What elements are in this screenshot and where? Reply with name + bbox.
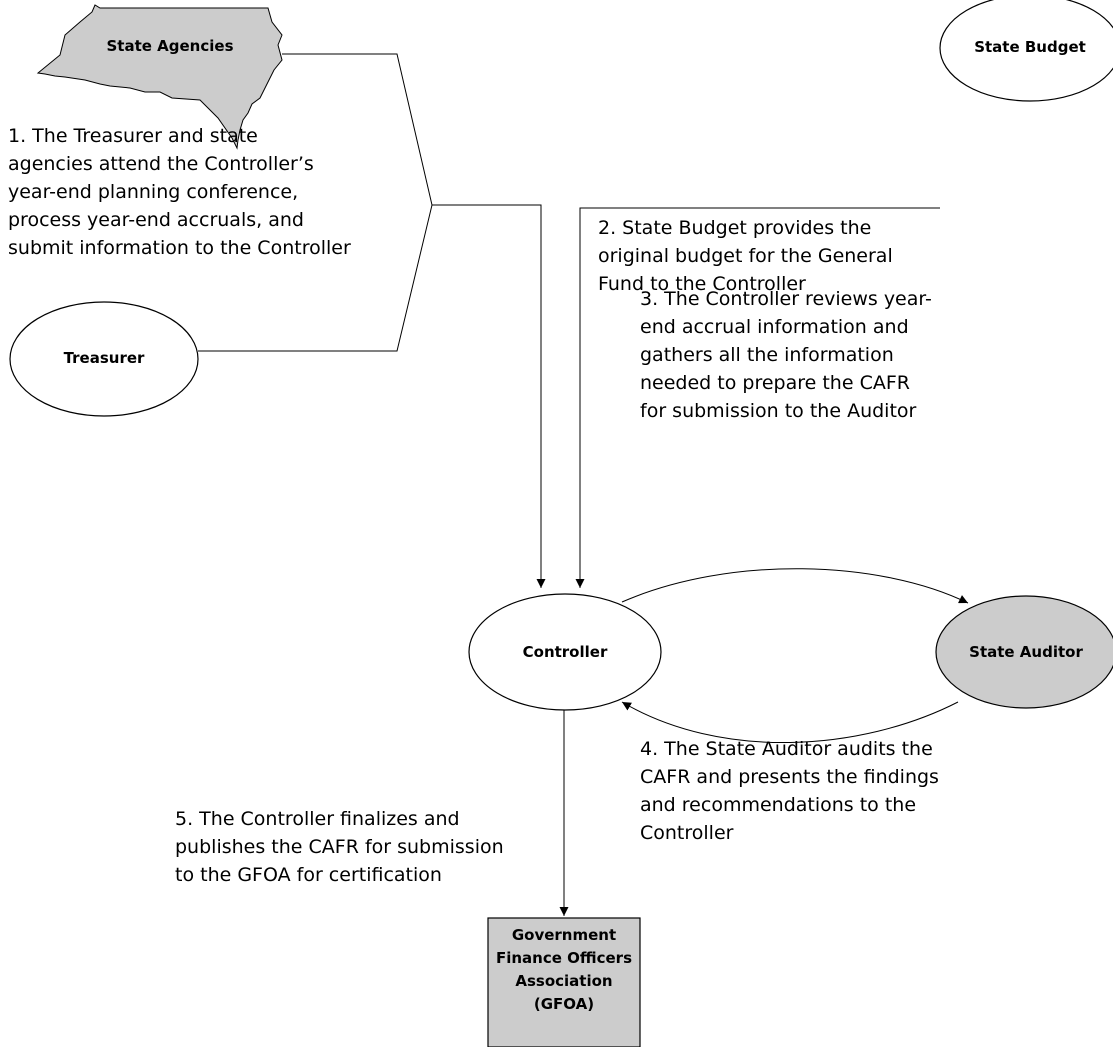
- treasurer-connector: [198, 204, 433, 352]
- step-3-line: end accrual information and: [640, 316, 909, 338]
- step-3-text: 3. The Controller reviews year- end accr…: [640, 285, 932, 425]
- step-3-line: for submission to the Auditor: [640, 400, 917, 422]
- gfoa-label: Government Finance Officers Association …: [488, 924, 640, 1016]
- gfoa-label-line: Government: [511, 926, 617, 944]
- gfoa-node: [487, 917, 641, 1047]
- step-5-text: 5. The Controller finalizes and publishe…: [175, 805, 504, 889]
- step-4-line: Controller: [640, 822, 734, 844]
- step-3-line: needed to prepare the CAFR: [640, 372, 910, 394]
- state-auditor-node: [935, 595, 1113, 709]
- treasurer-node: [9, 301, 199, 417]
- state-budget-node: [939, 0, 1113, 102]
- step-1-text: 1. The Treasurer and state agencies atte…: [8, 122, 351, 262]
- step-2-line: original budget for the General: [598, 245, 893, 267]
- step-2-text: 2. State Budget provides the original bu…: [598, 214, 893, 298]
- state-agencies-connector: [282, 53, 433, 206]
- treasurer-label: Treasurer: [63, 349, 145, 367]
- step-1-line: process year-end accruals, and: [8, 209, 304, 231]
- controller-label: Controller: [522, 643, 608, 661]
- step-1-line: agencies attend the Controller’s: [8, 153, 314, 175]
- controller-node: [468, 593, 662, 711]
- step-1-line: submit information to the Controller: [8, 237, 351, 259]
- step-4-line: and recommendations to the: [640, 794, 917, 816]
- controller-to-auditor-arrow: [621, 568, 969, 604]
- gfoa-label-line: Association: [515, 972, 613, 990]
- step-4-line: 4. The State Auditor audits the: [640, 738, 933, 760]
- agencies-to-controller-arrow: [432, 204, 546, 588]
- state-agencies-label: State Agencies: [106, 37, 234, 55]
- step-5-line: to the GFOA for certification: [175, 864, 442, 886]
- step-4-line: CAFR and presents the findings: [640, 766, 939, 788]
- auditor-to-controller-arrow: [621, 701, 959, 743]
- step-2-line: Fund to the Controller: [598, 273, 806, 295]
- state-budget-label: State Budget: [974, 38, 1086, 56]
- gfoa-label-line: (GFOA): [533, 995, 595, 1013]
- step-3-line: gathers all the information: [640, 344, 894, 366]
- step-5-line: 5. The Controller finalizes and: [175, 808, 460, 830]
- step-2-line: 2. State Budget provides the: [598, 217, 872, 239]
- step-1-line: year-end planning conference,: [8, 181, 299, 203]
- step-3-line: 3. The Controller reviews year-: [640, 288, 932, 310]
- gfoa-label-line: Finance Officers: [495, 949, 633, 967]
- state-auditor-label: State Auditor: [969, 643, 1083, 661]
- step-1-line: 1. The Treasurer and state: [8, 125, 258, 147]
- step-5-line: publishes the CAFR for submission: [175, 836, 504, 858]
- budget-to-controller-arrow: [575, 207, 940, 588]
- state-agencies-map-shape: [36, 4, 283, 150]
- step-4-text: 4. The State Auditor audits the CAFR and…: [640, 735, 939, 847]
